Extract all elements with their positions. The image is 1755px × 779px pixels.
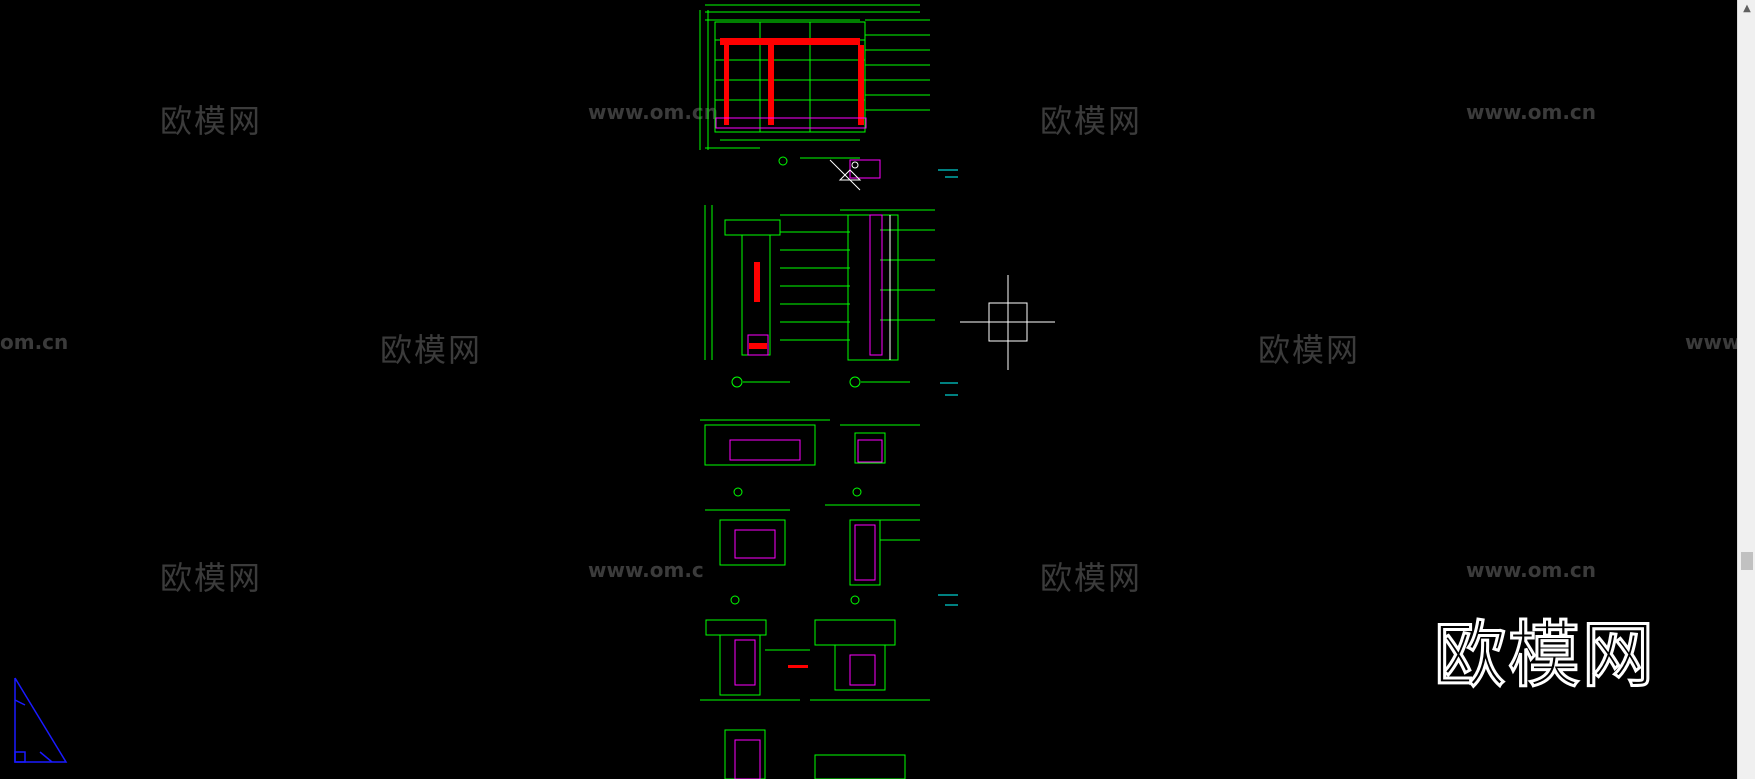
watermark-text: 欧模网 — [160, 102, 263, 140]
elevation-drawing — [699, 4, 930, 166]
ucs-icon — [14, 677, 68, 763]
big-watermark: 欧模网 — [1432, 612, 1657, 699]
watermark-text: 欧模网 — [1040, 102, 1143, 140]
detail-drawing — [700, 419, 920, 605]
section-drawing — [704, 205, 935, 388]
watermark-url: www.om.cn — [1466, 558, 1597, 582]
watermark-url: www.om.c — [588, 558, 704, 582]
watermark-text: 欧模网 — [1040, 559, 1143, 597]
scroll-up-icon[interactable]: ▲ — [1743, 3, 1751, 14]
watermark-url: www.om.cn — [1466, 100, 1597, 124]
watermark-text: 欧模网 — [160, 559, 263, 597]
elevation-red-members — [720, 38, 864, 125]
watermark-text: 欧模网 — [380, 331, 483, 369]
watermark-url: om.cn — [0, 330, 69, 354]
watermark-url: www. — [1685, 330, 1747, 354]
watermark-url: www.om.cn — [588, 100, 719, 124]
vertical-scrollbar[interactable]: ▲ — [1737, 0, 1755, 779]
lower-detail-drawing — [700, 619, 930, 779]
crosshair-cursor — [960, 275, 1055, 370]
scrollbar-thumb[interactable] — [1741, 552, 1753, 570]
watermark-text: 欧模网 — [1258, 331, 1361, 369]
